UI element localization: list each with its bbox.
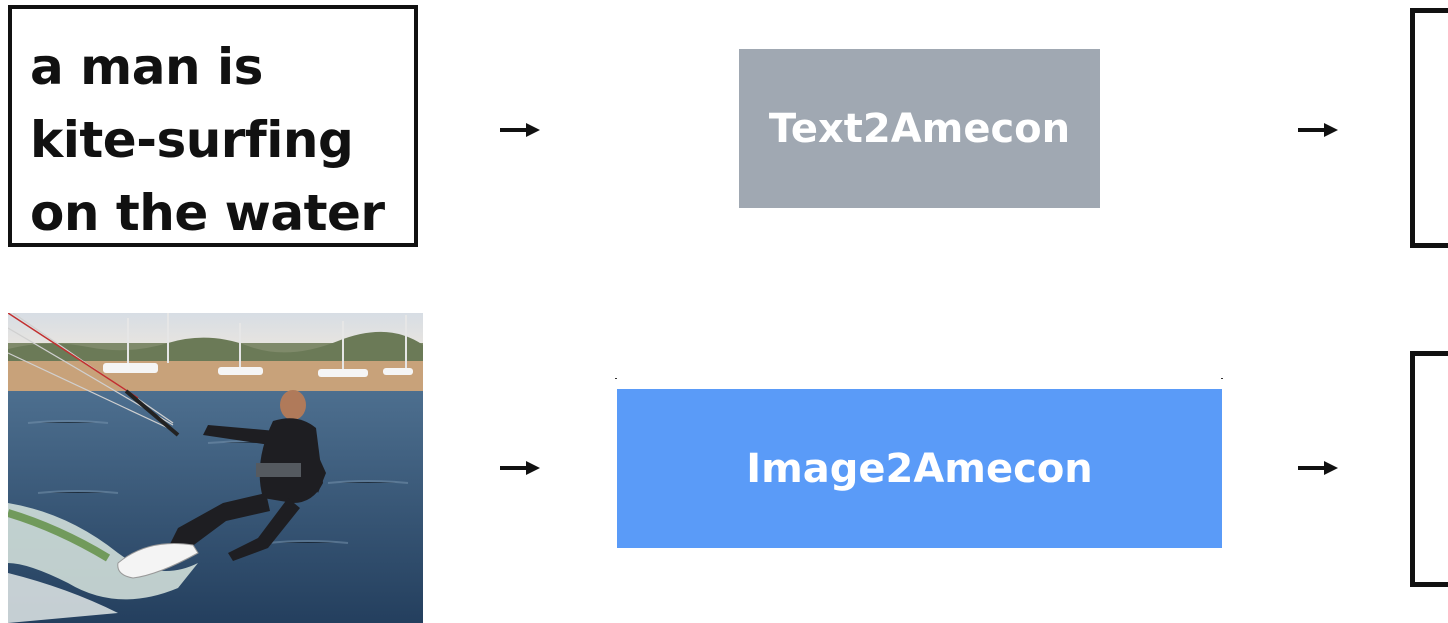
tick-mark: [615, 378, 617, 379]
text-input-box: a man is kite-surfing on the water: [8, 5, 418, 247]
image2amecon-label: Image2Amecon: [746, 445, 1093, 492]
tick-mark: [1221, 378, 1223, 379]
right-arrow-icon: [1298, 120, 1338, 140]
kite-surfing-photo: [8, 313, 423, 623]
right-arrow-icon: [500, 120, 540, 140]
right-arrow-icon: [1298, 458, 1338, 478]
text2amecon-model-box: Text2Amecon: [739, 49, 1100, 208]
text-output-box: [1410, 8, 1448, 248]
caption-text: a man is kite-surfing on the water: [30, 38, 385, 242]
image2amecon-model-box: Image2Amecon: [617, 389, 1222, 548]
text2amecon-label: Text2Amecon: [768, 105, 1071, 152]
image-output-box: [1410, 351, 1448, 587]
right-arrow-icon: [500, 458, 540, 478]
